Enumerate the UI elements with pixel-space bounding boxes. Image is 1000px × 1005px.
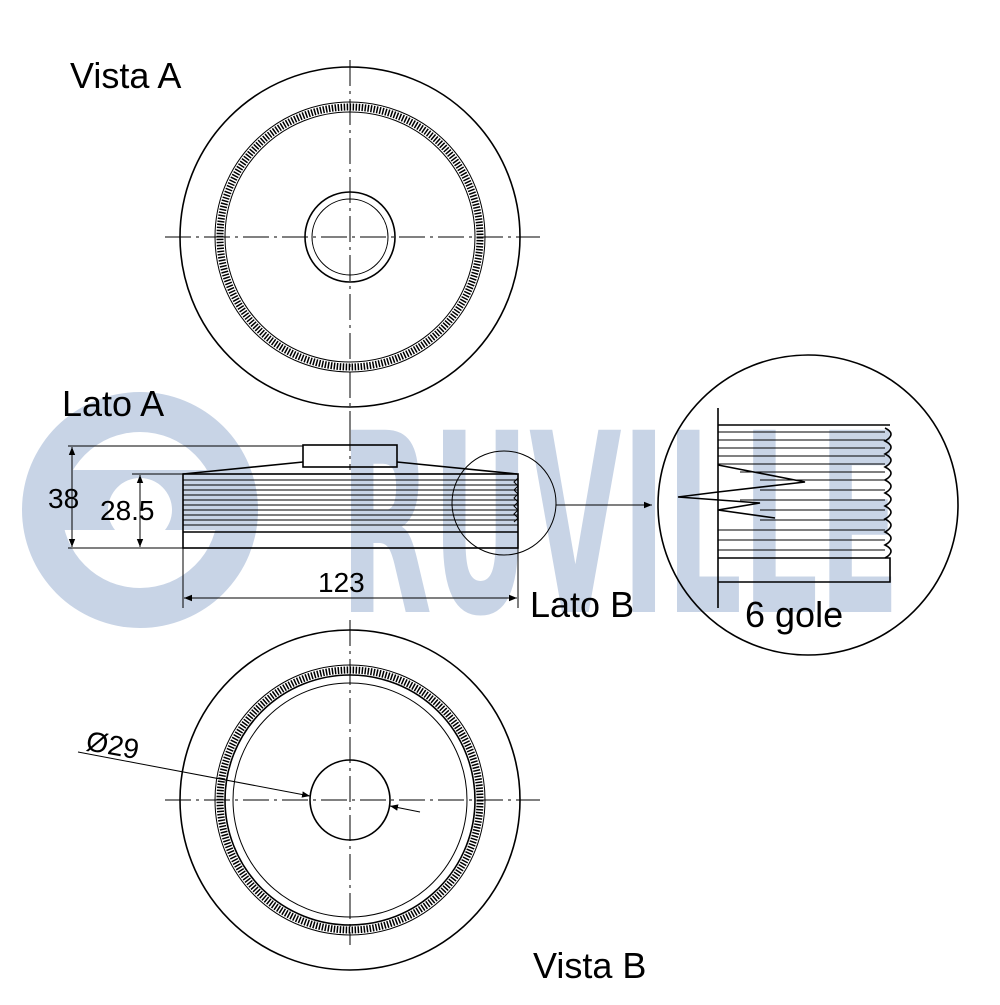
dimension-outer-diameter: 123 — [318, 567, 365, 598]
groove-ring-icon — [216, 666, 484, 934]
vista-a-label: Vista A — [70, 55, 181, 96]
vista-a-view — [165, 60, 540, 425]
dimension-groove-height: 28.5 — [100, 495, 155, 526]
side-section-view — [68, 425, 652, 608]
dimension-bore-diameter: Ø29 — [84, 725, 142, 765]
groove-ring-icon — [216, 103, 484, 371]
vista-b-view — [77, 620, 540, 971]
lato-b-label: Lato B — [530, 584, 634, 625]
groove-lines — [183, 479, 518, 533]
dimension-overall-height: 38 — [48, 483, 79, 514]
groove-detail-view — [657, 354, 959, 656]
lato-a-label: Lato A — [62, 383, 164, 424]
grooves-label: 6 gole — [745, 594, 843, 635]
detail-groove-lines — [718, 431, 885, 551]
vista-b-label: Vista B — [533, 945, 646, 986]
